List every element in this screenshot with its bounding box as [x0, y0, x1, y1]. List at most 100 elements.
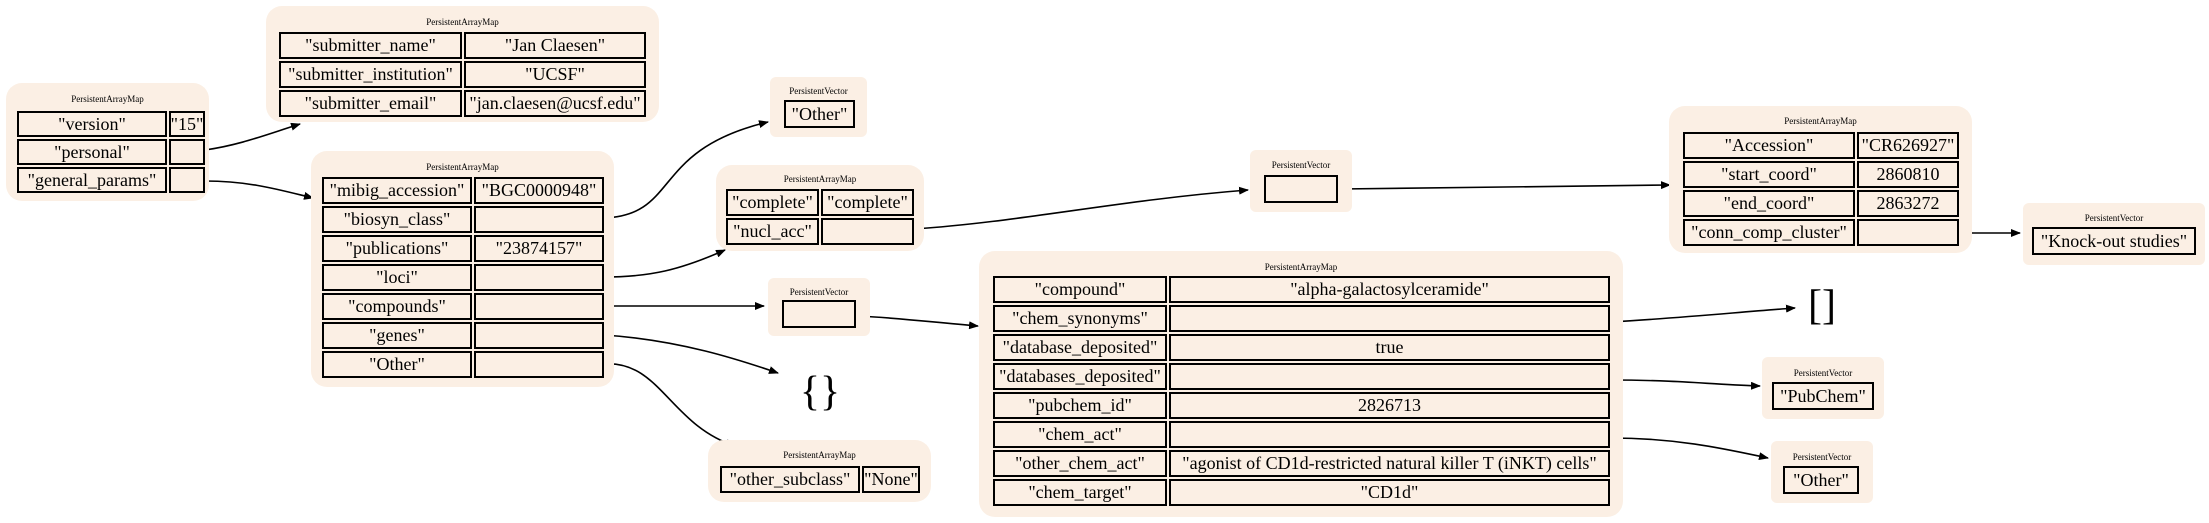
edge-nucl-acc — [913, 186, 1249, 230]
map-key-cell: "databases_deposited" — [993, 363, 1167, 390]
map-value-cell: "Jan Claesen" — [464, 32, 646, 59]
general-params-map-node: PersistentArrayMap "mibig_accession" "BG… — [311, 151, 614, 387]
map-key-cell: "compounds" — [322, 293, 472, 320]
vector-item-cell: "PubChem" — [1772, 382, 1874, 410]
map-value-cell: 2860810 — [1857, 161, 1959, 188]
node-type-label: PersistentArrayMap — [71, 94, 144, 104]
map-key-cell: "end_coord" — [1683, 190, 1855, 217]
map-value-cell: "CR626927" — [1857, 132, 1959, 159]
map-value-cell — [169, 167, 205, 193]
edge-general-params — [204, 180, 314, 200]
map-key-cell: "compound" — [993, 276, 1167, 303]
map-key-cell: "database_deposited" — [993, 334, 1167, 361]
map-key-cell: "chem_synonyms" — [993, 305, 1167, 332]
node-type-label: PersistentArrayMap — [426, 17, 499, 27]
edge-databases — [1610, 379, 1761, 390]
map-value-cell — [169, 139, 205, 165]
map-key-cell: "publications" — [322, 235, 472, 262]
map-key-cell: "pubchem_id" — [993, 392, 1167, 419]
edge-other — [603, 363, 736, 448]
map-value-cell: true — [1169, 334, 1610, 361]
map-key-cell: "personal" — [17, 139, 167, 165]
empty-map-literal: {} — [799, 369, 841, 415]
compounds-vector-node: PersistentVector — [768, 278, 870, 336]
map-key-cell: "submitter_email" — [279, 90, 462, 117]
map-key-cell: "other_chem_act" — [993, 450, 1167, 477]
map-key-cell: "complete" — [726, 189, 819, 216]
map-key-cell: "general_params" — [17, 167, 167, 193]
map-value-cell: 2863272 — [1857, 190, 1959, 217]
map-value-cell: "alpha-galactosylceramide" — [1169, 276, 1610, 303]
loci-map-node: PersistentArrayMap "complete" "complete"… — [716, 165, 924, 251]
node-type-label: PersistentArrayMap — [1264, 262, 1338, 272]
map-value-cell: "None" — [862, 466, 920, 493]
personal-map-node: PersistentArrayMap "submitter_name" "Jan… — [266, 6, 659, 122]
node-type-label: PersistentVector — [789, 287, 849, 297]
map-value-cell: "15" — [169, 111, 205, 137]
map-key-cell: "submitter_name" — [279, 32, 462, 59]
edge-personal — [204, 122, 301, 151]
map-value-cell — [474, 293, 604, 320]
map-value-cell: "UCSF" — [464, 61, 646, 88]
vector-item-cell: "Other" — [1783, 466, 1859, 494]
map-value-cell — [821, 218, 914, 245]
edge-chem-act — [1610, 437, 1769, 461]
node-type-label: PersistentArrayMap — [783, 450, 856, 460]
vector-item-cell: "Other" — [784, 100, 855, 128]
map-key-cell: "chem_target" — [993, 479, 1167, 506]
map-value-cell — [1169, 305, 1610, 332]
map-value-cell: "agonist of CD1d-restricted natural kill… — [1169, 450, 1610, 477]
map-value-cell: "complete" — [821, 189, 914, 216]
vector-item-cell — [782, 300, 856, 328]
map-value-cell — [474, 322, 604, 349]
conn-comp-vector-node: PersistentVector "Knock-out studies" — [2023, 203, 2205, 265]
nucl-acc-vector-node: PersistentVector — [1250, 150, 1352, 212]
root-map-node: PersistentArrayMap "version" "15" "perso… — [6, 83, 209, 201]
map-key-cell: "biosyn_class" — [322, 206, 472, 233]
map-key-cell: "chem_act" — [993, 421, 1167, 448]
other-map-node: PersistentArrayMap "other_subclass" "Non… — [708, 440, 931, 502]
map-value-cell: "23874157" — [474, 235, 604, 262]
map-key-cell: "start_coord" — [1683, 161, 1855, 188]
map-key-cell: "nucl_acc" — [726, 218, 819, 245]
edge-compounds-vector — [857, 315, 979, 330]
map-key-cell: "loci" — [322, 264, 472, 291]
vector-item-cell — [1264, 175, 1338, 203]
node-type-label: PersistentVector — [789, 86, 848, 96]
node-type-label: PersistentVector — [1271, 160, 1331, 170]
empty-vector-literal: [] — [1808, 283, 1836, 329]
biosyn-class-vector-node: PersistentVector "Other" — [770, 77, 867, 137]
map-key-cell: "version" — [17, 111, 167, 137]
node-type-label: PersistentArrayMap — [426, 162, 499, 172]
node-type-label: PersistentVector — [1792, 452, 1852, 462]
edge-chem-synonyms — [1610, 304, 1796, 323]
edge-nucl-acc-vector — [1339, 181, 1671, 190]
node-type-label: PersistentVector — [1793, 368, 1853, 378]
map-value-cell: "BGC0000948" — [474, 177, 604, 204]
accession-map-node: PersistentArrayMap "Accession" "CR626927… — [1669, 106, 1972, 253]
node-type-label: PersistentVector — [2084, 213, 2144, 223]
map-key-cell: "conn_comp_cluster" — [1683, 219, 1855, 246]
map-key-cell: "other_subclass" — [720, 466, 860, 493]
map-key-cell: "genes" — [322, 322, 472, 349]
edge-loci — [603, 249, 726, 278]
vector-item-cell: "Knock-out studies" — [2032, 227, 2196, 255]
map-key-cell: "Accession" — [1683, 132, 1855, 159]
node-type-label: PersistentArrayMap — [783, 174, 857, 184]
edge-genes — [603, 334, 779, 374]
databases-vector-node: PersistentVector "PubChem" — [1762, 357, 1884, 419]
map-value-cell — [1857, 219, 1959, 246]
edge-biosyn-class — [603, 120, 769, 219]
map-value-cell — [474, 351, 604, 378]
map-value-cell — [474, 206, 604, 233]
map-value-cell — [1169, 363, 1610, 390]
node-type-label: PersistentArrayMap — [1784, 116, 1857, 126]
map-value-cell — [1169, 421, 1610, 448]
map-key-cell: "mibig_accession" — [322, 177, 472, 204]
chem-act-vector-node: PersistentVector "Other" — [1771, 441, 1873, 503]
map-value-cell: 2826713 — [1169, 392, 1610, 419]
map-value-cell — [474, 264, 604, 291]
map-value-cell: "jan.claesen@ucsf.edu" — [464, 90, 646, 117]
compound-map-node: PersistentArrayMap "compound" "alpha-gal… — [979, 251, 1623, 517]
